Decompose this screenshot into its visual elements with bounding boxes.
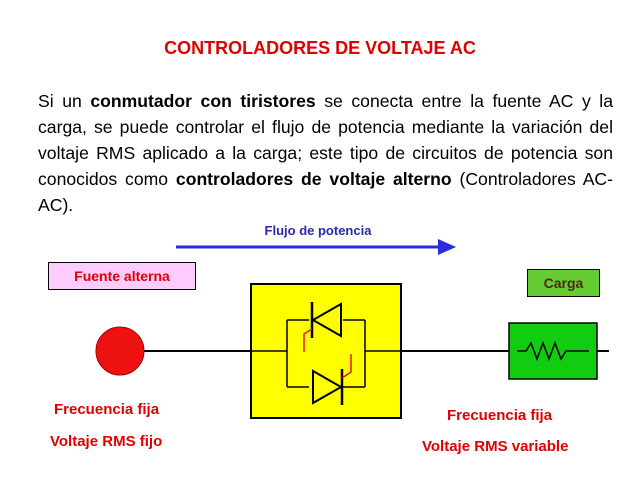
- gate-wire-lower: [341, 354, 352, 379]
- gate-wire-upper: [303, 328, 313, 352]
- source-frequency-text: Frecuencia fija: [54, 401, 160, 418]
- load-rms-text: Voltaje RMS variable: [422, 438, 569, 455]
- paragraph-bold-1: conmutador con tiristores: [90, 91, 316, 111]
- source-label: Fuente alterna: [48, 262, 196, 290]
- paragraph-text-1: Si un: [38, 91, 91, 111]
- paragraph-text-2: se conecta entre la fuente AC y la carga…: [38, 91, 613, 189]
- thyristor-switch: [250, 283, 402, 419]
- thyristor-lower: [312, 369, 344, 405]
- page-title: CONTROLADORES DE VOLTAJE AC: [164, 38, 476, 58]
- load-label: Carga: [527, 269, 600, 297]
- source-rms-text: Voltaje RMS fijo: [50, 433, 163, 450]
- load-frequency-text: Frecuencia fija: [447, 407, 553, 424]
- description-paragraph: Si un conmutador con tiristores se conec…: [38, 88, 613, 218]
- power-flow-arrow: [176, 239, 456, 255]
- load-resistor-box: [508, 322, 598, 380]
- ac-source-circle: [95, 326, 145, 376]
- thyristor-upper: [310, 302, 342, 338]
- paragraph-text-3: (Controladores AC-AC).: [38, 169, 613, 215]
- power-flow-label: Flujo de potencia: [264, 223, 372, 238]
- resistor-icon: [517, 340, 589, 362]
- paragraph-bold-2: controladores de voltaje alterno: [175, 169, 452, 189]
